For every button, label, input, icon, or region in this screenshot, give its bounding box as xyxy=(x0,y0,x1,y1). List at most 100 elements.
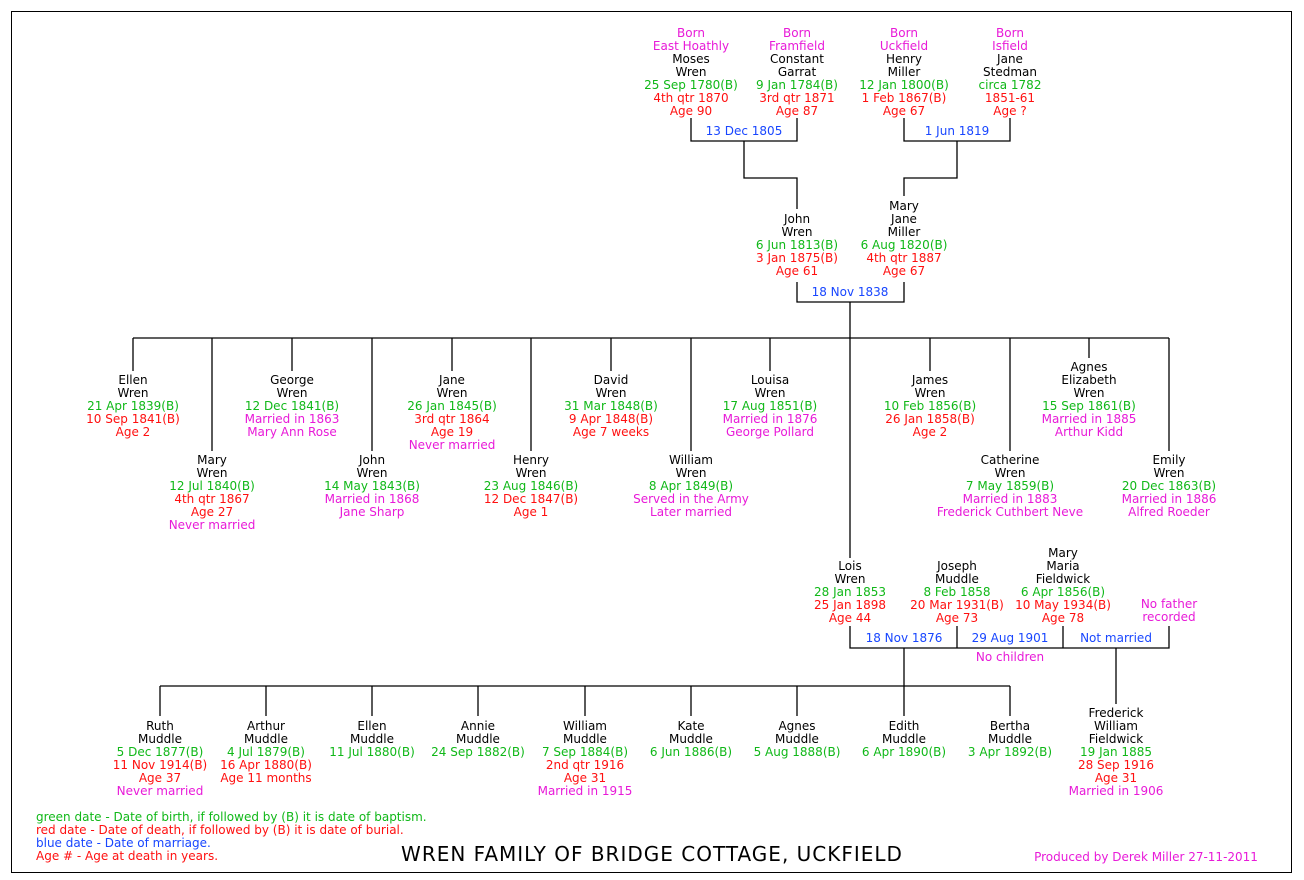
person-name: Mary xyxy=(889,199,919,213)
person-name: Wren xyxy=(196,466,228,480)
death-date: 20 Mar 1931(B) xyxy=(910,598,1004,612)
person-name: Wren xyxy=(994,466,1026,480)
birth-date: 8 Apr 1849(B) xyxy=(648,479,734,493)
person-name: William xyxy=(1094,719,1138,733)
death-date: Age 61 xyxy=(775,264,819,278)
death-date: 12 Dec 1847(B) xyxy=(483,492,579,506)
person-note: Later married xyxy=(650,505,732,519)
person-name: Wren xyxy=(914,386,946,400)
person-name: Wren xyxy=(834,572,866,586)
legend: green date - Date of birth, if followed … xyxy=(36,811,427,863)
person-name: Joseph xyxy=(937,559,977,573)
person-name: Catherine xyxy=(980,453,1040,467)
death-date: Age 11 months xyxy=(220,771,312,785)
death-date: 9 Apr 1848(B) xyxy=(568,412,654,426)
death-date: 16 Apr 1880(B) xyxy=(220,758,312,772)
credit-line: Produced by Derek Miller 27-11-2011 xyxy=(1034,850,1258,864)
marriage-date: 1 Jun 1819 xyxy=(924,124,990,138)
birth-date: 15 Sep 1861(B) xyxy=(1042,399,1136,413)
person-note: Married in 1883 xyxy=(962,492,1058,506)
death-date: Age 44 xyxy=(828,611,872,625)
person-name: Emily xyxy=(1152,453,1186,467)
born-label: Born xyxy=(996,26,1024,40)
person-name: Stedman xyxy=(983,65,1037,79)
birth-date: 28 Jan 1853 xyxy=(814,585,886,599)
birth-date: 8 Feb 1858 xyxy=(923,585,991,599)
birth-date: 7 Sep 1884(B) xyxy=(541,745,628,759)
birth-date: circa 1782 xyxy=(978,78,1042,92)
birth-date: 12 Jan 1800(B) xyxy=(859,78,949,92)
birth-date: 20 Dec 1863(B) xyxy=(1121,479,1217,493)
birth-date: 10 Feb 1856(B) xyxy=(883,399,977,413)
person-name: Muddle xyxy=(456,732,500,746)
death-date: 3 Jan 1875(B) xyxy=(756,251,838,265)
person-name: John xyxy=(358,453,386,467)
person-name: Muddle xyxy=(350,732,394,746)
marriage-date: 18 Nov 1876 xyxy=(865,631,943,645)
person-name: Moses xyxy=(672,52,710,66)
birth-date: 24 Sep 1882(B) xyxy=(431,745,525,759)
death-date: 10 May 1934(B) xyxy=(1015,598,1111,612)
marriage-date: 13 Dec 1805 xyxy=(705,124,783,138)
person-name: John xyxy=(783,212,811,226)
death-date: Age 2 xyxy=(912,425,948,439)
person-name: Ellen xyxy=(118,373,148,387)
person-name: Miller xyxy=(887,65,921,79)
death-date: Age 90 xyxy=(669,104,713,118)
death-date: Age 27 xyxy=(190,505,234,519)
birth-date: 26 Jan 1845(B) xyxy=(407,399,497,413)
birth-date: 6 Apr 1890(B) xyxy=(861,745,947,759)
person-name: Wren xyxy=(276,386,308,400)
birth-date: 11 Jul 1880(B) xyxy=(329,745,415,759)
birth-date: 6 Apr 1856(B) xyxy=(1020,585,1106,599)
birth-date: 23 Aug 1846(B) xyxy=(483,479,579,493)
person-name: Ruth xyxy=(146,719,174,733)
person-name: Bertha xyxy=(989,719,1031,733)
death-date: 28 Sep 1916 xyxy=(1077,758,1155,772)
birth-date: 31 Mar 1848(B) xyxy=(564,399,658,413)
birth-date: 5 Dec 1877(B) xyxy=(116,745,204,759)
born-label: Born xyxy=(890,26,918,40)
born-label: East Hoathly xyxy=(652,39,730,53)
death-date: 1851-61 xyxy=(984,91,1036,105)
legend-age: Age # - Age at death in years. xyxy=(36,849,219,863)
death-date: Age 73 xyxy=(935,611,979,625)
person-name: Wren xyxy=(117,386,149,400)
death-date: Age 1 xyxy=(513,505,549,519)
marriage-date: 29 Aug 1901 xyxy=(971,631,1049,645)
person-name: Elizabeth xyxy=(1061,373,1117,387)
birth-date: 9 Jan 1784(B) xyxy=(756,78,838,92)
person-note: Never married xyxy=(408,438,496,452)
person-name: Wren xyxy=(595,386,627,400)
death-date: Age 67 xyxy=(882,264,926,278)
death-date: 4th qtr 1867 xyxy=(174,492,250,506)
person-name: Kate xyxy=(677,719,705,733)
person-name: Agnes xyxy=(778,719,816,733)
birth-date: 21 Apr 1839(B) xyxy=(87,399,179,413)
person-name: Arthur xyxy=(246,719,285,733)
legend-marriage: blue date - Date of marriage. xyxy=(36,836,211,850)
drawing-border xyxy=(11,11,1292,873)
person-name: Wren xyxy=(1073,386,1105,400)
person-name: Wren xyxy=(515,466,547,480)
death-date: 11 Nov 1914(B) xyxy=(112,758,208,772)
person-name: Wren xyxy=(1153,466,1185,480)
person-note: Frederick Cuthbert Neve xyxy=(936,505,1084,519)
born-label: Uckfield xyxy=(879,39,929,53)
death-date: 4th qtr 1887 xyxy=(866,251,942,265)
legend-birth: green date - Date of birth, if followed … xyxy=(36,810,427,824)
person-name: Muddle xyxy=(882,732,926,746)
death-date: Age 37 xyxy=(138,771,182,785)
